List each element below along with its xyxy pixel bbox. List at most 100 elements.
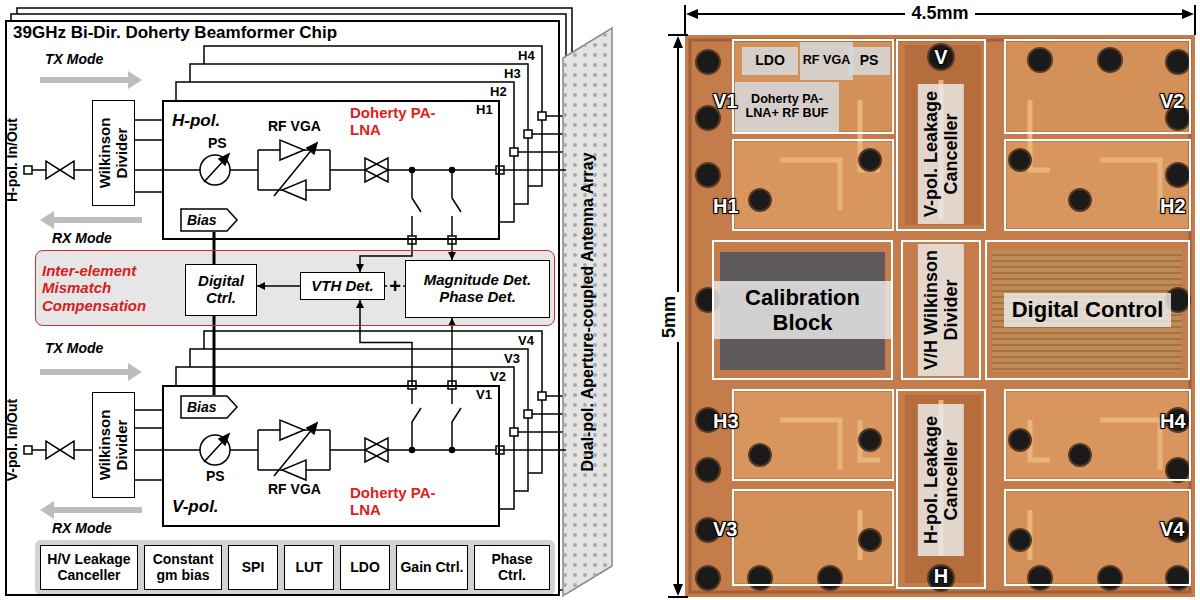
h-chain-part xyxy=(307,143,317,154)
h-chain-part xyxy=(412,198,421,212)
h-chain-part xyxy=(524,130,532,138)
channel-number: V1 xyxy=(476,388,492,402)
pad-label: H4 xyxy=(1160,410,1186,432)
node-text: Constant gm bias xyxy=(147,552,219,583)
die-block: PS xyxy=(848,47,890,75)
calibration-region: Inter-element Mismatch CompensationDigit… xyxy=(35,250,555,326)
v-chain-part xyxy=(411,389,413,404)
node-text: Calibration Block xyxy=(714,281,891,340)
v-chain-part xyxy=(282,460,306,480)
block-box: Wilkinson Divider xyxy=(92,100,135,206)
die-photo-part-part xyxy=(1005,390,1190,480)
connector xyxy=(135,450,162,451)
dimension-lines-part xyxy=(690,13,905,15)
edge-label: + xyxy=(387,276,403,296)
die-photo xyxy=(685,35,1195,597)
die-photo-part-part xyxy=(897,390,985,588)
v-chain-part xyxy=(258,429,280,431)
arrow-head xyxy=(257,282,265,290)
node-text: RF VGA xyxy=(803,54,851,68)
die-photo-part-part xyxy=(859,529,881,551)
die-region: V-pol. Leakage Canceller xyxy=(897,80,985,228)
die-photo-part-part xyxy=(1069,444,1091,466)
channel-stack-h-part xyxy=(162,100,500,240)
port-name: V-pol. In/Out xyxy=(5,399,20,481)
pad-label: V1 xyxy=(713,90,737,112)
die-photo-part-part xyxy=(696,163,720,187)
node-text: Bias xyxy=(187,212,217,228)
die-photo-part-part xyxy=(733,390,893,480)
connector-line xyxy=(500,449,566,451)
mode-arrows-part xyxy=(40,363,142,381)
h-chain-part xyxy=(365,158,388,182)
h-chain-part xyxy=(280,140,304,160)
h-chain-part xyxy=(258,149,280,151)
mode-label: TX Mode xyxy=(45,341,103,356)
v-chain-part xyxy=(135,479,162,481)
arrow-head xyxy=(356,300,364,308)
h-chain-part xyxy=(257,150,259,190)
channel-number: V4 xyxy=(518,334,534,348)
control-box: LUT xyxy=(284,545,334,590)
h-chain-part xyxy=(388,169,500,171)
channel-stack-v-part xyxy=(162,385,500,527)
node-text: SPI xyxy=(242,560,265,576)
die-photo-part-part xyxy=(749,444,771,466)
node-text: LDO xyxy=(755,53,785,68)
block-symbol-label: RF VGA xyxy=(268,119,321,134)
die-photo-part-part xyxy=(1069,189,1091,211)
node-text: Digital Ctrl. xyxy=(188,273,254,307)
pad-label: H xyxy=(934,565,948,587)
die-photo-part-part xyxy=(859,149,881,171)
node-text: 39GHz Bi-Dir. Doherty Beamformer Chip xyxy=(13,23,337,43)
die-photo-part-part xyxy=(818,566,842,590)
node-text: Gain Ctrl. xyxy=(400,560,463,576)
h-chain-part xyxy=(282,180,306,200)
die-photo-part-part xyxy=(1005,490,1190,585)
connector xyxy=(500,450,566,451)
h-chain-part xyxy=(274,147,314,196)
die-photo-part-part xyxy=(859,429,881,451)
h-chain-part xyxy=(451,170,453,198)
node-text: V/H Wilkinson Divider xyxy=(921,250,961,370)
die-photo-part-part xyxy=(1166,50,1190,74)
pad-label: V4 xyxy=(1160,518,1184,540)
port-name: H-pol. In/Out xyxy=(5,118,20,202)
die-photo-part-part xyxy=(1166,163,1190,187)
die-photo-part-part xyxy=(733,40,893,133)
h-chain-part xyxy=(74,169,92,171)
die-photo-part-part xyxy=(733,490,893,585)
die-photo-part xyxy=(1007,42,1188,131)
mode-arrows-part xyxy=(40,211,142,229)
node-text: Wilkinson Divider xyxy=(96,410,130,481)
v-chain-part xyxy=(230,449,258,451)
node-text: VTH Det. xyxy=(311,278,374,295)
v-chain-part xyxy=(307,423,317,434)
pad-label: V2 xyxy=(1160,90,1184,112)
control-box: Phase Ctrl. xyxy=(474,545,550,590)
connector xyxy=(257,282,300,290)
die-photo-part-part xyxy=(780,160,840,210)
dimension-lines-part xyxy=(673,584,683,596)
chip-stack xyxy=(5,8,572,596)
v-chain-part xyxy=(514,431,563,433)
h-chain-part xyxy=(230,169,258,171)
die-region: Digital Control xyxy=(985,240,1190,380)
channel-box: H-pol.Bias xyxy=(162,100,500,240)
v-chain-part xyxy=(46,441,60,459)
control-box: Constant gm bias xyxy=(144,545,222,590)
h-chain-part xyxy=(451,216,453,236)
h-chain-part xyxy=(330,169,365,171)
die-region: V/H Wilkinson Divider xyxy=(901,240,981,380)
dimension-lines xyxy=(668,5,1195,597)
v-chain-part xyxy=(135,427,162,429)
h-chain-part xyxy=(135,139,162,141)
die-photo-part xyxy=(905,395,981,583)
v-chain-part xyxy=(365,438,388,462)
block-symbol-label: RF VGA xyxy=(268,482,321,497)
block-box: Digital Ctrl. xyxy=(185,264,257,316)
v-chain-part xyxy=(200,435,230,465)
v-chain-part xyxy=(274,427,314,476)
control-box: LDO xyxy=(340,545,390,590)
